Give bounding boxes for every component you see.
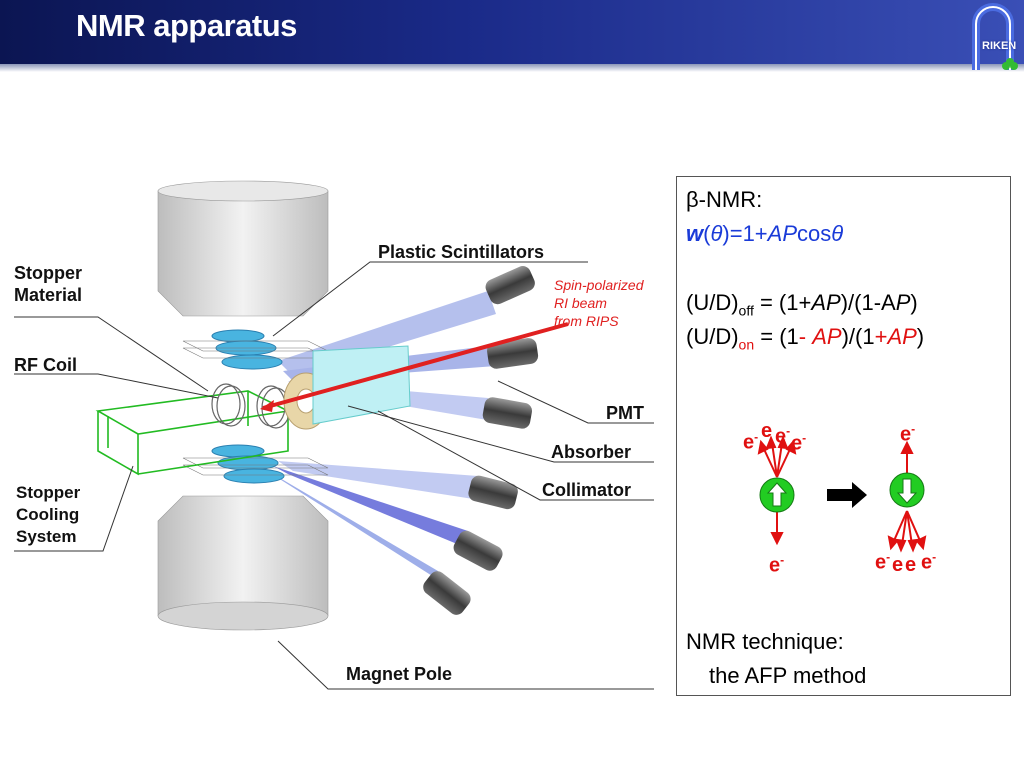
spin-down-state (887, 440, 927, 553)
e: e (791, 432, 803, 455)
apparatus-drawing (14, 180, 654, 690)
ud-off-formula: (U/D)off = (1+AP)/(1-AP) (686, 290, 918, 323)
e: e (775, 425, 787, 448)
ud-on-plus: + (874, 324, 888, 349)
label-collimator: Collimator (542, 480, 632, 500)
label-pmt: PMT (606, 403, 644, 423)
electron-label-down-2: e (892, 555, 903, 575)
label-magnet-pole: Magnet Pole (346, 664, 453, 684)
formula-theta-2: θ (831, 221, 844, 246)
ud-on-close: ) (916, 324, 925, 349)
label-absorber: Absorber (551, 442, 632, 462)
electron-label-up-4: e- (791, 428, 806, 454)
beta-nmr-panel: β-NMR: w(θ)=1+APcosθ (U/D)off = (1+AP)/(… (676, 176, 1011, 696)
pmt-tubes (423, 266, 539, 615)
technique-heading: NMR technique: (686, 629, 844, 654)
title-bar-shadow (0, 64, 1024, 72)
slide-title: NMR apparatus (76, 8, 297, 43)
electron-label-up-3: e- (775, 421, 790, 447)
e: e (921, 551, 933, 574)
lower-magnet-pole (157, 495, 329, 631)
e-sup: - (911, 422, 916, 436)
electron-label-up-down: e- (769, 550, 784, 576)
electron-label-down-1: e- (875, 547, 890, 573)
ud-off-sub: off (738, 302, 754, 319)
technique-method: the AFP method (709, 663, 867, 688)
ud-on-ap-2: AP (887, 324, 917, 349)
ud-off-p: P (895, 290, 911, 315)
electron-label-up-2: e (761, 421, 772, 441)
collimator (312, 345, 411, 425)
spin-up-state (757, 435, 797, 546)
e-sup: - (754, 430, 759, 444)
e: e (769, 554, 781, 577)
ud-off-close: ) (910, 290, 918, 315)
ud-off-eq: = (1+ (753, 290, 812, 315)
ud-on-ap: AP (812, 324, 842, 349)
plastic-scintillators (182, 329, 329, 484)
e-sup: - (780, 553, 785, 567)
e: e (900, 423, 912, 446)
ud-on-mid: )/(1 (841, 324, 875, 349)
ud-off-ratio: (U/D) (686, 290, 739, 315)
ud-off-mid: )/(1-A (840, 290, 896, 315)
rf-coil (211, 383, 291, 429)
label-rf-coil: RF Coil (14, 355, 77, 375)
ri-beam (262, 322, 569, 410)
e-sup: - (886, 550, 891, 564)
e: e (875, 551, 887, 574)
ud-on-eq: = (1 (754, 324, 799, 349)
e-sup: - (932, 550, 937, 564)
angular-distribution-formula: w(θ)=1+APcosθ (686, 221, 843, 247)
formula-cos: cos (797, 221, 832, 246)
electron-label-down-up: e- (900, 419, 915, 445)
e-sup: - (802, 431, 807, 445)
electron-label-up-1: e- (743, 427, 758, 453)
label-plastic-scintillators: Plastic Scintillators (378, 242, 545, 262)
riken-logo-text: RIKEN (982, 40, 1017, 52)
ud-on-sub: on (738, 336, 755, 353)
e: e (892, 554, 904, 576)
formula-theta: θ (710, 221, 723, 246)
panel-heading: β-NMR: (686, 187, 763, 212)
formula-w: w (686, 221, 704, 246)
electron-label-down-4: e- (921, 547, 936, 573)
riken-logo (972, 3, 1018, 70)
formula-open: ( (703, 221, 711, 246)
upper-magnet-pole (157, 180, 329, 317)
beam-arrowhead (260, 400, 274, 412)
leader-lines (14, 261, 654, 690)
e: e (905, 554, 917, 576)
formula-eq: )=1+ (722, 221, 768, 246)
e-sup: - (786, 424, 791, 438)
ud-on-ratio: (U/D) (686, 324, 739, 349)
electron-label-down-3: e (905, 555, 916, 575)
ud-on-formula: (U/D)on = (1- AP)/(1+AP) (686, 324, 924, 357)
formula-ap: AP (767, 221, 798, 246)
flip-arrow (827, 482, 867, 508)
ud-on-minus: - (798, 324, 813, 349)
e: e (743, 431, 755, 454)
ud-off-ap: AP (811, 290, 841, 315)
title-bar (0, 0, 1024, 64)
e: e (761, 420, 773, 442)
spin-flip-diagram (757, 435, 927, 553)
